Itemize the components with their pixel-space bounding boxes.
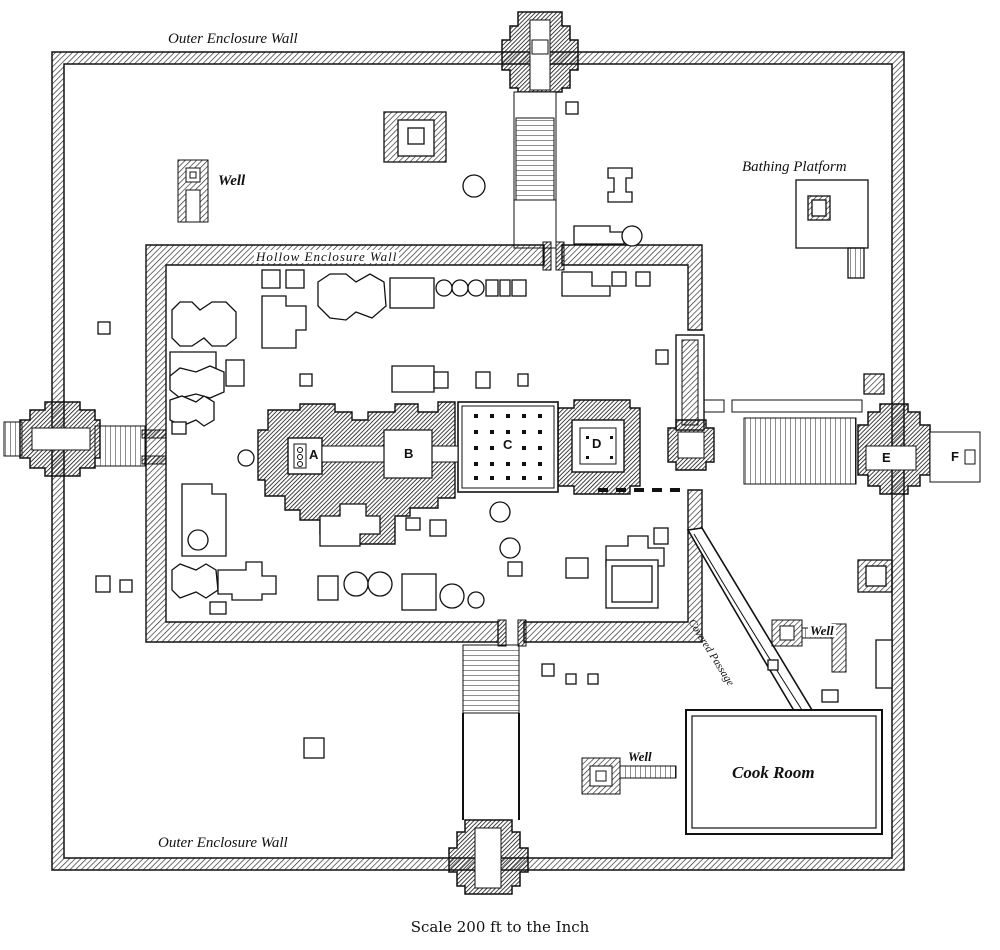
temple-front-dashes [598,488,680,492]
well-nw-label: Well [216,173,248,189]
south-stair [462,644,520,820]
hollow-enclosure-wall [141,241,715,647]
label-c: C [502,437,514,452]
hollow-wall-label: Hollow Enclosure Wall [254,249,400,264]
bathing-platform-label: Bathing Platform [740,159,849,175]
east-outer-gateway [857,403,981,495]
label-b: B [403,446,415,461]
well-s [581,757,677,795]
east-causeway [703,399,863,485]
well-nw [177,159,209,223]
label-e: E [881,450,892,465]
outer-enclosure-wall [51,51,905,871]
scale-caption: Scale 200 ft to the Inch [410,918,590,936]
hall-c-pillars [474,414,613,480]
well-s-label: Well [626,749,654,764]
label-f: F [950,449,960,464]
well-e [771,619,847,673]
cook-room-label: Cook Room [730,763,817,782]
outer-wall-label-top: Outer Enclosure Wall [166,31,300,47]
north-stair [513,91,557,249]
north-outer-gateway [501,11,579,93]
main-temple [257,399,641,545]
outer-wall-label-bottom: Outer Enclosure Wall [156,835,290,851]
west-causeway [94,425,146,467]
south-outer-gateway [448,819,529,895]
west-outer-gateway [3,401,101,477]
well-e-label: Well [808,623,836,638]
label-a: A [308,447,320,462]
outer-court-buildings [95,101,893,759]
inner-court-shrines [169,225,669,615]
label-d: D [591,436,603,451]
